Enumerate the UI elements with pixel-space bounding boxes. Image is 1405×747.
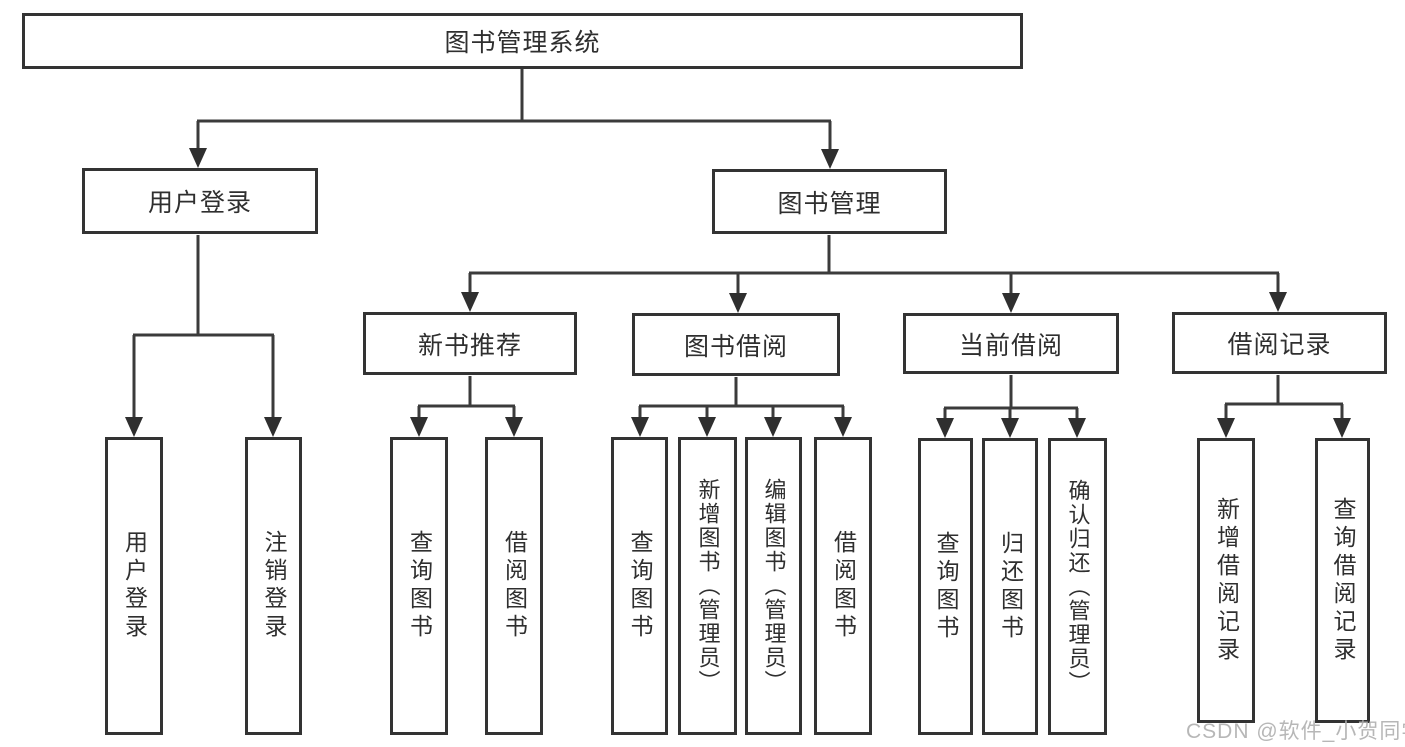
node-label: 编辑图书（管理员）	[761, 478, 787, 694]
leaf-query-borrow-record: 查询借阅记录	[1315, 438, 1370, 723]
node-label: 用户登录	[121, 530, 148, 642]
node-label: 确认归还（管理员）	[1065, 478, 1091, 695]
arrow-down-icon	[1269, 292, 1287, 312]
arrow-down-icon	[1217, 418, 1235, 438]
arrow-down-icon	[125, 417, 143, 437]
node-label: 新增图书（管理员）	[695, 478, 721, 694]
arrow-down-icon	[264, 417, 282, 437]
leaf-return-books: 归还图书	[982, 438, 1038, 735]
node-label: 当前借阅	[958, 331, 1063, 360]
node-label: 借阅记录	[1227, 331, 1332, 359]
node-label: 图书借阅	[683, 332, 788, 361]
node-book-borrow: 图书借阅	[632, 313, 840, 376]
arrow-down-icon	[764, 417, 782, 437]
leaf-add-borrow-record: 新增借阅记录	[1197, 438, 1255, 723]
node-label: 查询图书	[627, 530, 653, 642]
node-label: 图书管理	[777, 189, 882, 218]
leaf-user-login: 用户登录	[105, 437, 163, 735]
arrow-down-icon	[461, 292, 479, 312]
node-label: 新增借阅记录	[1213, 496, 1240, 665]
node-user-login: 用户登录	[82, 168, 318, 234]
node-label: 新书推荐	[417, 331, 522, 360]
node-book-management: 图书管理	[712, 169, 947, 234]
node-current-borrow: 当前借阅	[903, 313, 1119, 374]
arrow-down-icon	[821, 149, 839, 169]
arrow-down-icon	[834, 417, 852, 437]
connector-lines	[132, 69, 1344, 422]
arrow-down-icon	[1002, 293, 1020, 313]
leaf-query-books-2: 查询图书	[611, 437, 668, 735]
arrow-down-icon	[410, 417, 428, 437]
arrow-down-icon	[1068, 418, 1086, 438]
arrowhead-icons	[125, 148, 1351, 438]
leaf-add-books-admin: 新增图书（管理员）	[678, 437, 737, 735]
leaf-logout: 注销登录	[245, 437, 302, 735]
leaf-borrow-books-2: 借阅图书	[814, 437, 872, 735]
node-label: 注销登录	[261, 530, 287, 642]
node-label: 查询借阅记录	[1330, 496, 1356, 665]
node-label: 查询图书	[933, 530, 959, 643]
leaf-query-books-1: 查询图书	[390, 437, 448, 735]
leaf-borrow-books-1: 借阅图书	[485, 437, 543, 735]
node-borrow-records: 借阅记录	[1172, 312, 1387, 374]
arrow-down-icon	[936, 418, 954, 438]
node-label: 图书管理系统	[444, 29, 601, 57]
node-root-system: 图书管理系统	[22, 13, 1023, 69]
leaf-edit-books-admin: 编辑图书（管理员）	[745, 437, 802, 735]
arrow-down-icon	[189, 148, 207, 168]
node-label: 借阅图书	[830, 530, 857, 642]
leaf-query-books-3: 查询图书	[918, 438, 973, 735]
arrow-down-icon	[1333, 418, 1351, 438]
arrow-down-icon	[729, 293, 747, 313]
arrow-down-icon	[505, 417, 523, 437]
leaf-confirm-return-admin: 确认归还（管理员）	[1048, 438, 1107, 735]
node-new-book-recommend: 新书推荐	[363, 312, 577, 375]
csdn-watermark: CSDN @软件_小贺同学	[1186, 720, 1405, 743]
node-label: 用户登录	[147, 189, 252, 217]
arrow-down-icon	[1001, 418, 1019, 438]
node-label: 借阅图书	[501, 530, 528, 642]
node-label: 查询图书	[406, 530, 433, 642]
arrow-down-icon	[631, 417, 649, 437]
node-label: 归还图书	[997, 530, 1024, 643]
arrow-down-icon	[698, 417, 716, 437]
